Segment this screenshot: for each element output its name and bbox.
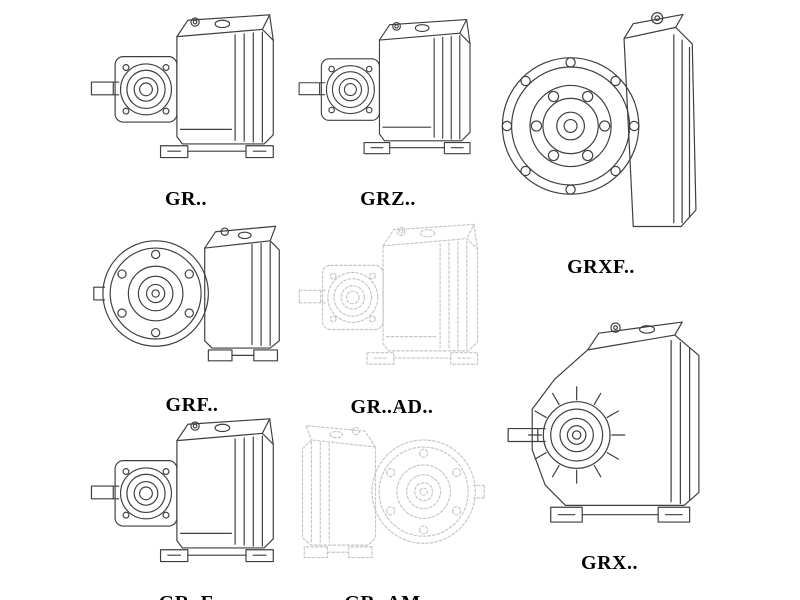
figure-label-gr-am: GR..AM..	[288, 592, 488, 600]
gearbox-drawing-grxf	[495, 0, 707, 252]
figure-gr-ad: GR..AD..	[292, 210, 492, 419]
figure-grx: GRX..	[492, 298, 727, 575]
figure-label-gr-f: GR..F	[82, 592, 290, 600]
figure-gr-f: GR..F	[82, 406, 290, 600]
figure-label-grf: GRF..	[165, 394, 219, 416]
figure-grxf: GRXF..	[492, 0, 710, 279]
figure-label-grxf: GRXF..	[567, 256, 635, 278]
gearbox-drawing-gr	[86, 2, 286, 184]
gearbox-drawing-grf	[92, 208, 292, 390]
gearbox-drawing-gr-f	[86, 406, 286, 588]
figure-gr-am: GR..AM..	[288, 406, 488, 600]
figure-label-gr-ad: GR..AD..	[350, 396, 434, 418]
gearbox-drawing-gr-ad	[294, 210, 490, 392]
figure-grz: GRZ..	[293, 2, 483, 211]
gearbox-drawing-grx	[494, 298, 726, 548]
figure-grf: GRF..	[88, 208, 296, 417]
figure-gr: GR..	[82, 2, 290, 211]
gearbox-drawing-gr-am	[290, 406, 486, 588]
figure-label-grx: GRX..	[581, 552, 638, 574]
gearbox-drawing-grz	[294, 2, 482, 184]
figure-label-gr: GR..	[165, 188, 207, 210]
figure-label-grz: GRZ..	[360, 188, 416, 210]
